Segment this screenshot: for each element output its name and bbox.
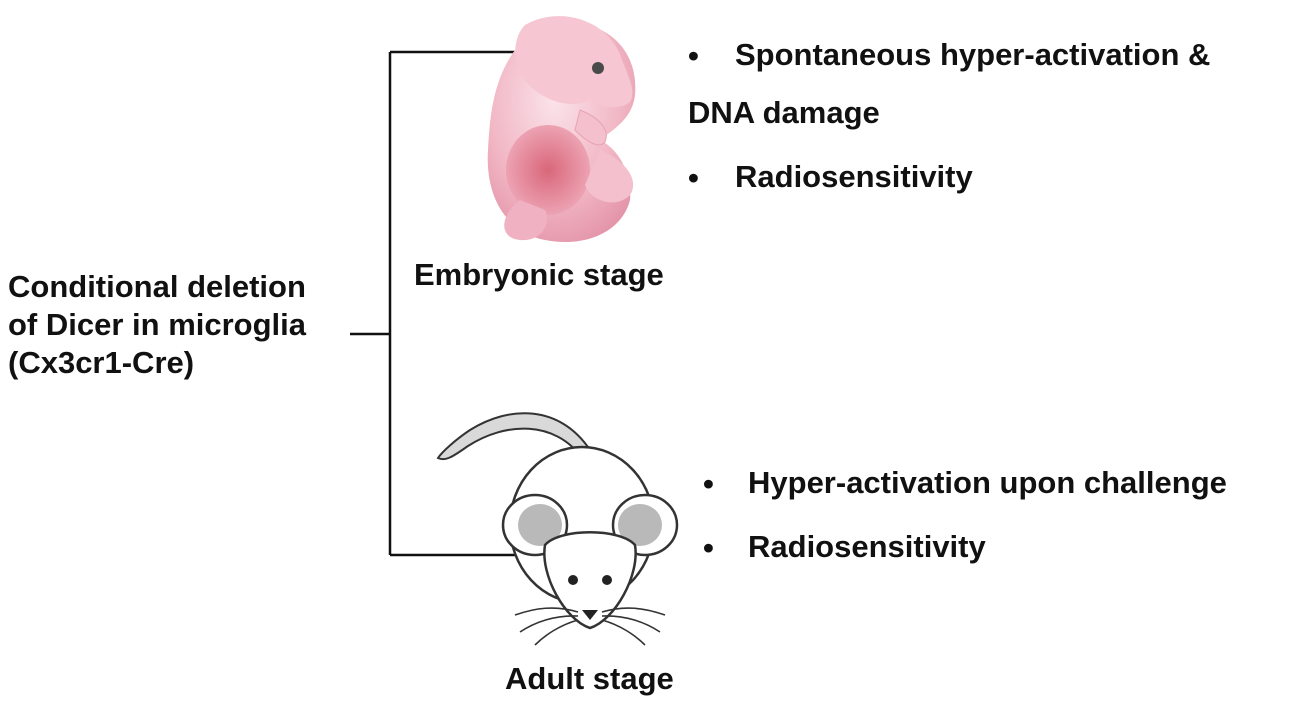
source-label-line-2: of Dicer in microglia (8, 307, 307, 342)
bullet-marker: • (703, 530, 714, 565)
mouse-tail (436, 412, 592, 461)
adult-bullet-2: Radiosensitivity (748, 529, 986, 564)
bullet-marker: • (688, 160, 699, 195)
embryo-bullet-2: Radiosensitivity (735, 159, 973, 194)
adult-bullet-1: Hyper-activation upon challenge (748, 465, 1227, 500)
source-label-line-3: (Cx3cr1-Cre) (8, 345, 195, 380)
embryo-bullet-1-line-1: Spontaneous hyper-activation & (735, 37, 1211, 72)
embryonic-stage-label: Embryonic stage (414, 257, 664, 292)
adult-stage-label: Adult stage (505, 661, 674, 696)
source-label-line-1: Conditional deletion (8, 269, 306, 304)
embryo-bullet-1-line-2: DNA damage (688, 95, 880, 130)
bullet-marker: • (688, 38, 699, 73)
bullet-marker: • (703, 466, 714, 501)
